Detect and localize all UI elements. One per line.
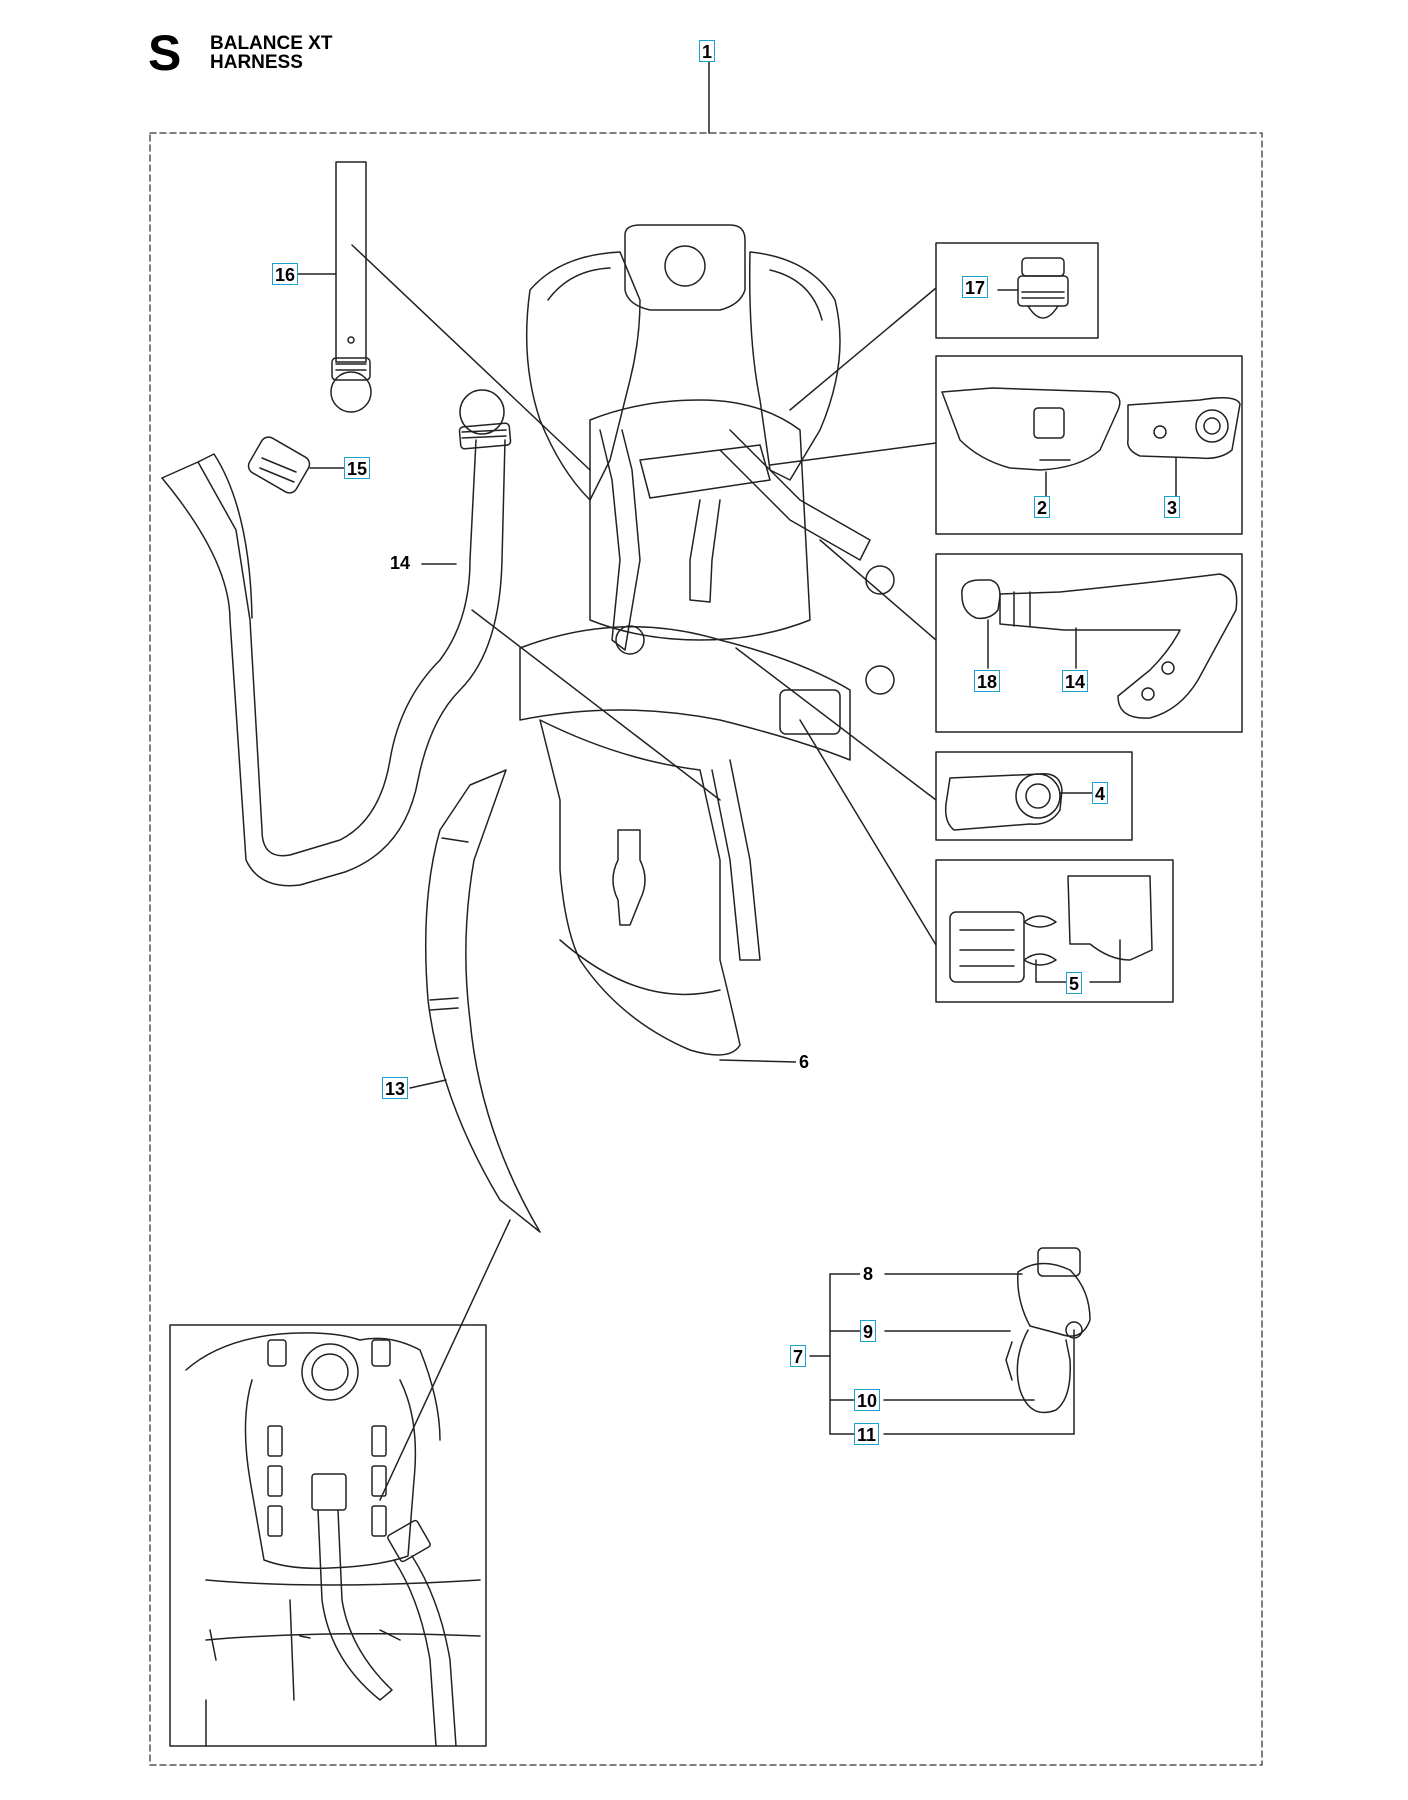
callout-9[interactable]: 9: [860, 1320, 877, 1342]
leader-13: [409, 1079, 447, 1089]
leader-2-b: [769, 442, 937, 466]
part-3-plate: [1127, 397, 1241, 460]
part-17-buckle: [1017, 257, 1069, 319]
section-letter: S: [148, 25, 182, 81]
detail-box-5: [935, 859, 1174, 1003]
callout-18[interactable]: 18: [974, 670, 1001, 692]
callout-3[interactable]: 3: [1164, 496, 1181, 518]
leader-6: [719, 1059, 797, 1063]
callout-7[interactable]: 7: [790, 1345, 807, 1367]
callout-15[interactable]: 15: [344, 457, 371, 479]
part-13-pad: [424, 769, 541, 1233]
callout-2[interactable]: 2: [1034, 496, 1051, 518]
inset-harness-back: [185, 1332, 481, 1747]
detail-box-4: [935, 751, 1133, 841]
leader-14-detail-b: [819, 539, 937, 641]
callout-13[interactable]: 13: [382, 1077, 409, 1099]
part-7-hook-assembly: [1005, 1247, 1091, 1414]
callout-6[interactable]: 6: [796, 1051, 812, 1073]
part-15-buckle: [247, 436, 311, 494]
callout-1[interactable]: 1: [699, 40, 716, 62]
section-title-line2: HARNESS: [210, 52, 303, 73]
inset-detail-box: [169, 1324, 487, 1747]
callout-4[interactable]: 4: [1092, 782, 1109, 804]
callout-17[interactable]: 17: [962, 276, 989, 298]
assembly-frame: [149, 132, 1263, 1766]
part-5-buckle: [949, 875, 1153, 983]
detail-box-18-14: [935, 553, 1243, 733]
harness-main: [519, 224, 895, 1056]
callout-16[interactable]: 16: [272, 263, 299, 285]
detail-box-17: [935, 242, 1099, 339]
callout-8[interactable]: 8: [860, 1263, 876, 1285]
section-title: BALANCE XT HARNESS: [210, 34, 332, 72]
section-title-line1: BALANCE XT: [210, 33, 333, 54]
callout-11[interactable]: 11: [854, 1423, 880, 1445]
callout-5[interactable]: 5: [1066, 972, 1083, 994]
leader-4-b: [735, 647, 937, 801]
part-4-connector: [944, 773, 1063, 831]
leader-14-b: [471, 609, 721, 801]
part-14-strap-detail: [999, 573, 1238, 719]
part-18-ring: [961, 579, 1001, 620]
leader-13-b: [379, 1219, 511, 1501]
leader-16-b: [351, 244, 591, 471]
leader-17-b: [789, 287, 937, 411]
leader-5-e: [799, 719, 937, 946]
detail-box-2-3: [935, 355, 1243, 535]
callout-10[interactable]: 10: [854, 1389, 881, 1411]
part-2-chest-plate: [941, 387, 1121, 471]
callout-14-left[interactable]: 14: [388, 552, 413, 574]
callout-14-detail[interactable]: 14: [1062, 670, 1089, 692]
part-16-strap: [330, 161, 372, 413]
part-14-hip-strap: [161, 389, 512, 887]
